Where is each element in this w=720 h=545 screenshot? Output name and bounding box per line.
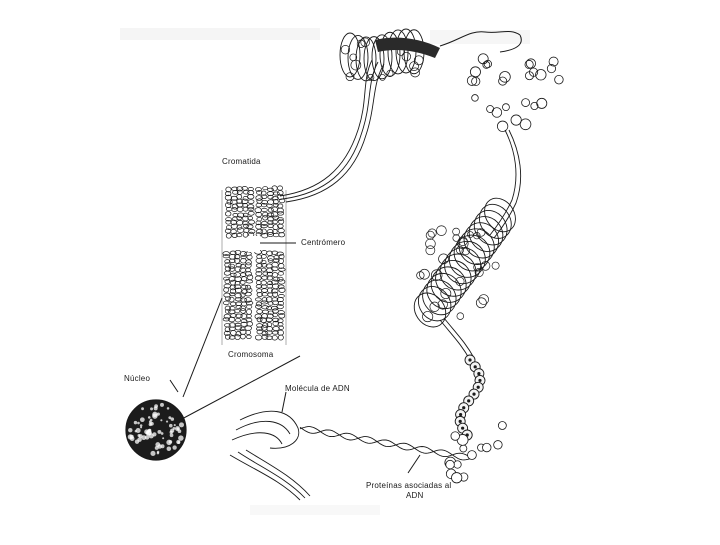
label-centromere: Centrómero <box>301 238 346 247</box>
chromatin-fiber <box>279 59 385 203</box>
dna-double-helix <box>229 410 471 501</box>
coiled-solenoid-middle <box>413 197 516 328</box>
dna-associated-proteins <box>444 421 507 484</box>
chromosome-chromatin-loops <box>222 185 286 341</box>
chromosome <box>221 185 287 345</box>
nucleus <box>125 399 187 461</box>
scan-smudges <box>120 28 530 515</box>
nucleus-chromatin-texture <box>127 402 185 456</box>
label-chromatid: Cromatida <box>222 157 261 166</box>
supercoiled-chromatin-top <box>339 28 425 82</box>
label-nucleus: Núcleo <box>124 374 151 383</box>
lower-fiber <box>439 317 475 361</box>
label-dna-proteins-line2: ADN <box>406 491 424 500</box>
label-dna-proteins-line1: Proteínas asociadas al <box>366 481 452 490</box>
leader-lines <box>169 242 421 474</box>
top-coil-dark-band <box>375 37 440 58</box>
solenoid-loop-top-right <box>439 31 522 53</box>
nucleosome-loops-top-right <box>466 53 564 132</box>
label-dna-molecule: Molécula de ADN <box>285 384 350 393</box>
label-chromosome: Cromosoma <box>228 350 274 359</box>
nucleosome-fiber-lower <box>454 354 486 441</box>
label-dna-proteins: Proteínas asociadas al ADN <box>366 482 451 500</box>
